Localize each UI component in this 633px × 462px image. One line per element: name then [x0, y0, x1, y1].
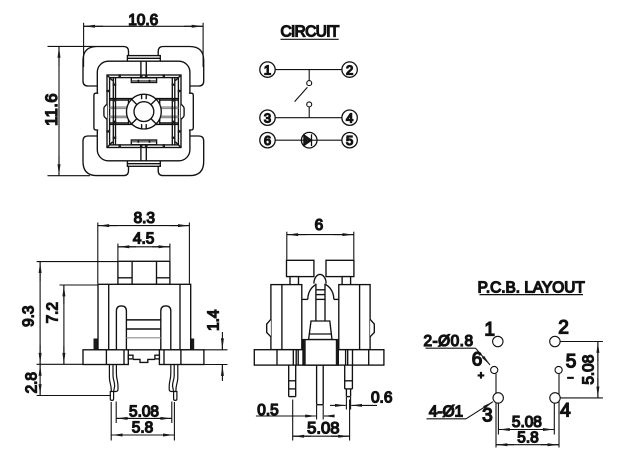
svg-text:5.08: 5.08	[512, 414, 542, 431]
svg-text:5.08: 5.08	[129, 404, 159, 421]
svg-text:−: −	[567, 373, 573, 385]
svg-text:5: 5	[566, 351, 577, 372]
svg-text:+: +	[478, 370, 484, 382]
svg-text:0.6: 0.6	[371, 390, 392, 407]
svg-text:4: 4	[346, 111, 353, 126]
svg-text:4-Ø1: 4-Ø1	[429, 403, 463, 420]
svg-text:3: 3	[482, 405, 493, 426]
svg-text:5.08: 5.08	[307, 419, 339, 438]
svg-text:11.6: 11.6	[43, 93, 61, 126]
svg-text:10.6: 10.6	[128, 12, 158, 29]
svg-text:6: 6	[472, 350, 483, 371]
svg-text:8.3: 8.3	[134, 210, 155, 227]
svg-text:2-Ø0.8: 2-Ø0.8	[423, 333, 473, 350]
svg-text:4.5: 4.5	[133, 231, 154, 248]
svg-text:5.08: 5.08	[580, 355, 597, 385]
svg-text:9.3: 9.3	[21, 305, 38, 326]
svg-text:CIRCUIT: CIRCUIT	[280, 24, 339, 41]
svg-text:1: 1	[264, 62, 271, 77]
svg-text:2.8: 2.8	[23, 372, 40, 393]
svg-text:4: 4	[560, 400, 571, 421]
svg-text:5.8: 5.8	[517, 429, 538, 446]
svg-text:5.8: 5.8	[132, 420, 153, 437]
svg-text:5: 5	[346, 133, 353, 148]
svg-text:6: 6	[315, 217, 324, 234]
svg-text:3: 3	[264, 111, 271, 126]
svg-text:2: 2	[558, 318, 569, 339]
svg-text:6: 6	[264, 133, 271, 148]
svg-text:P.C.B. LAYOUT: P.C.B. LAYOUT	[478, 280, 586, 297]
svg-text:7.2: 7.2	[44, 302, 61, 323]
svg-text:2: 2	[346, 62, 353, 77]
svg-text:0.5: 0.5	[257, 402, 278, 419]
svg-text:1.4: 1.4	[206, 309, 223, 331]
svg-text:1: 1	[484, 319, 495, 340]
